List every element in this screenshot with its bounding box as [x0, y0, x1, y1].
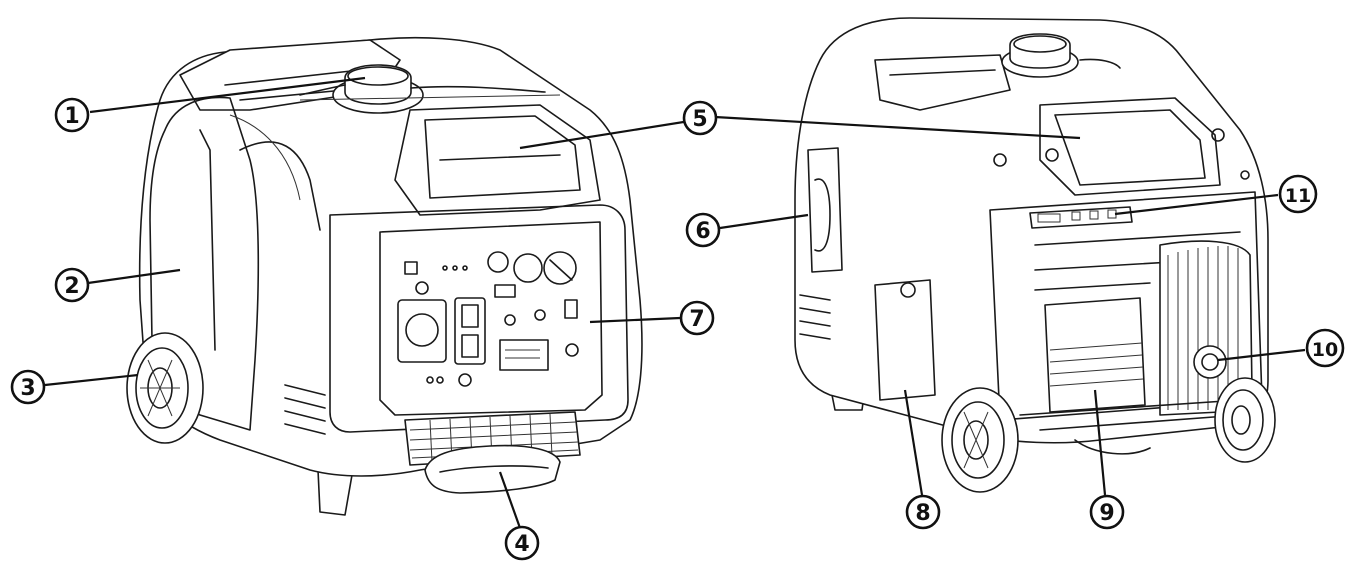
callout-8: 8 [905, 494, 941, 530]
callout-5: 5 [682, 100, 718, 136]
callout-3-label: 3 [20, 376, 35, 401]
callout-9-label: 9 [1099, 501, 1114, 526]
callout-2-label: 2 [64, 274, 79, 299]
callout-10-label: 10 [1312, 339, 1338, 361]
callout-11-label: 11 [1285, 185, 1311, 207]
callout-3: 3 [10, 369, 46, 405]
front-view-generator [126, 36, 643, 516]
callout-6: 6 [685, 212, 721, 248]
callout-8-label: 8 [915, 501, 930, 526]
callout-7: 7 [679, 300, 715, 336]
callout-leaders [44, 76, 1306, 529]
callout-2: 2 [54, 267, 90, 303]
callout-4: 4 [504, 525, 540, 561]
callout-9: 9 [1089, 494, 1125, 530]
callout-7-label: 7 [689, 307, 704, 332]
callout-6-label: 6 [695, 219, 710, 244]
callout-1: 1 [54, 97, 90, 133]
callout-11: 11 [1278, 174, 1318, 214]
callout-4-label: 4 [514, 532, 529, 557]
callout-10: 10 [1305, 328, 1345, 368]
rear-view-generator [794, 17, 1276, 493]
callout-1-label: 1 [64, 104, 79, 129]
callout-5-label: 5 [692, 107, 707, 132]
